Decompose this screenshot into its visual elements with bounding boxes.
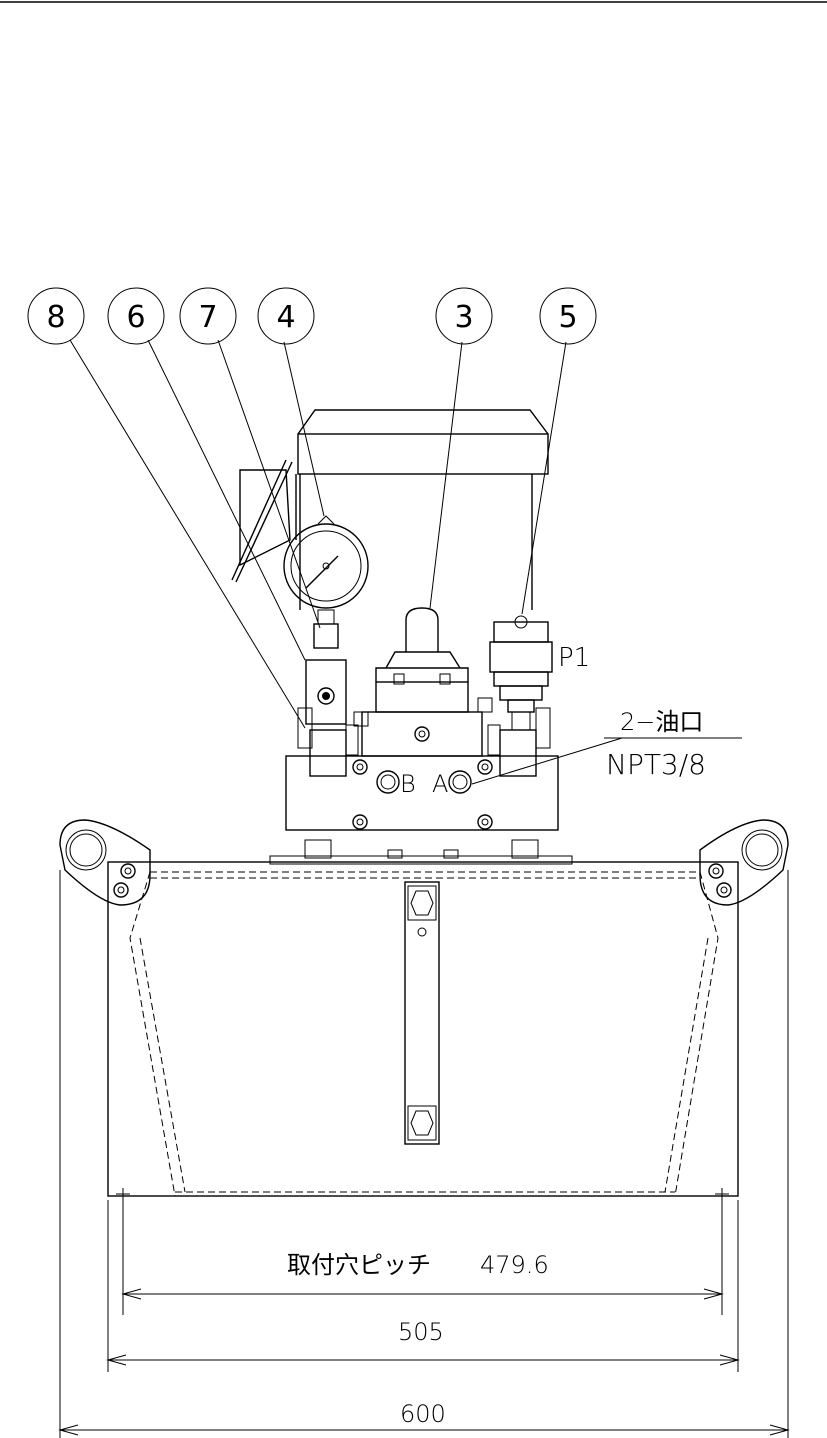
oil-port-spec-text: NPT3/8 — [606, 748, 706, 781]
oil-level-gauge — [404, 881, 440, 1145]
oil-tank — [107, 839, 739, 1197]
manifold-block — [285, 755, 559, 831]
port-b-label: B — [400, 770, 416, 798]
port-p1-label: P1 — [558, 643, 590, 673]
inner-width-value: 505 — [398, 1318, 444, 1346]
dimension-lines — [58, 870, 790, 1438]
directional-valve — [361, 607, 483, 757]
callout-8-label: 8 — [46, 300, 65, 335]
callout-leaders — [69, 339, 567, 729]
callout-4: 4 — [257, 287, 315, 345]
callout-5: 5 — [539, 287, 597, 345]
callout-3: 3 — [435, 287, 493, 345]
lifting-lug-right — [699, 819, 789, 906]
callout-7: 7 — [179, 287, 237, 345]
oil-port-note: 2−油口 NPT3/8 — [471, 708, 742, 785]
callout-7-label: 7 — [198, 300, 217, 335]
motor-housing — [231, 409, 549, 610]
callout-5-label: 5 — [558, 300, 577, 335]
callout-6-label: 6 — [126, 300, 145, 335]
port-a-label: A — [432, 770, 448, 798]
lifting-lug-left — [59, 819, 151, 906]
pressure-gauge — [283, 515, 369, 725]
mount-pitch-value: 479.6 — [480, 1251, 549, 1279]
mount-pitch-label: 取付穴ピッチ — [287, 1251, 431, 1279]
overall-width-value: 600 — [400, 1400, 446, 1428]
quick-coupler-p1 — [489, 615, 553, 731]
oil-port-note-text: 2−油口 — [620, 708, 703, 736]
callout-3-label: 3 — [454, 300, 473, 335]
callout-4-label: 4 — [276, 300, 295, 335]
callout-6: 6 — [107, 287, 165, 345]
side-fittings — [297, 697, 551, 777]
callout-8: 8 — [27, 287, 85, 345]
